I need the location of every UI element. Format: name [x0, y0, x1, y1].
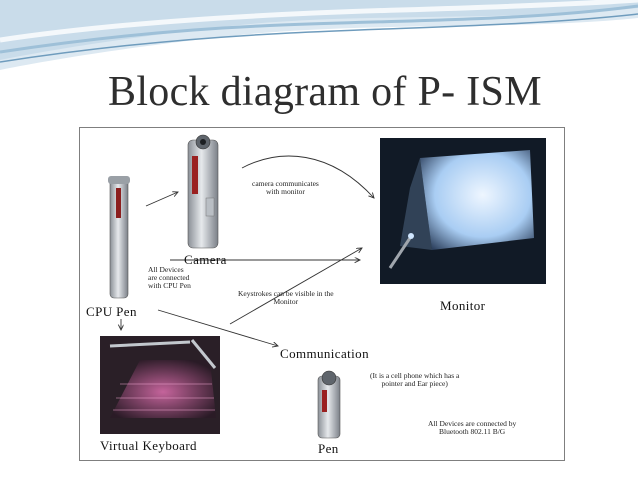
monitor-image: [380, 138, 546, 284]
block-diagram-figure: Camera CPU Pen Monitor Communication Vir…: [79, 127, 565, 461]
keystrokes-note: Keystrokes can be visible in the Monitor: [238, 290, 334, 306]
cellphone-note: (It is a cell phone which has a pointer …: [370, 372, 459, 388]
all-devices-note-line-2: are connected: [148, 273, 190, 282]
cpu-pen-image: [108, 176, 130, 299]
bluetooth-note-line-2: Bluetooth 802.11 B/G: [439, 427, 506, 436]
slide-title: Block diagram of P- ISM: [108, 69, 542, 115]
pen-label: Pen: [318, 441, 339, 456]
arrow-keystrokes-to-monitor: [229, 248, 362, 325]
cpu-pen-label: CPU Pen: [86, 304, 137, 319]
arrow-cpu-to-camera: [145, 192, 178, 207]
diagram-drawing: [100, 134, 546, 439]
virtual-keyboard-label: Virtual Keyboard: [100, 438, 197, 453]
communication-label: Communication: [280, 346, 369, 361]
monitor-label: Monitor: [440, 298, 486, 313]
cellphone-note-line-2: pointer and Ear piece): [381, 379, 448, 388]
header-swoosh-decoration: [0, 0, 638, 90]
pen-image: [317, 370, 341, 439]
camera-image: [187, 134, 219, 249]
bluetooth-note-line-1: All Devices are connected by: [428, 419, 517, 428]
camera-monitor-note: camera communicates with monitor: [252, 180, 319, 196]
camera-label: Camera: [184, 252, 227, 267]
all-devices-note-line-3: with CPU Pen: [148, 281, 191, 290]
all-devices-note-line-1: All Devices: [148, 265, 184, 274]
arrow-camera-to-monitor: [241, 155, 374, 198]
camera-monitor-note-line-1: camera communicates: [252, 179, 319, 188]
arrow-cpu-to-communication: [157, 309, 278, 346]
virtual-keyboard-image: [100, 336, 220, 434]
keystrokes-note-line-1: Keystrokes can be visible in the: [238, 289, 334, 298]
camera-monitor-note-line-2: with monitor: [265, 187, 305, 196]
bluetooth-note: All Devices are connected by Bluetooth 8…: [428, 420, 516, 436]
keystrokes-note-line-2: Monitor: [273, 297, 299, 306]
cellphone-note-line-1: (It is a cell phone which has a: [370, 371, 460, 380]
all-devices-note: All Devices are connected with CPU Pen: [148, 266, 191, 290]
